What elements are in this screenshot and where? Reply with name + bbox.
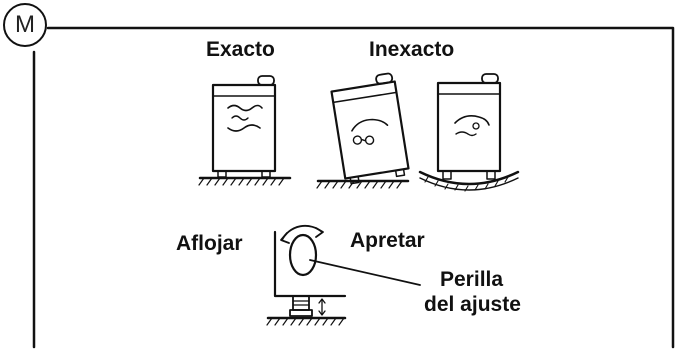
frame-border	[32, 26, 675, 349]
label-loosen: Aflojar	[176, 232, 243, 255]
washer-level-icon	[198, 75, 292, 186]
label-knob-line2: del ajuste	[424, 293, 521, 316]
badge-letter: M	[15, 11, 35, 38]
washer-uneven-floor-icon	[418, 73, 520, 192]
label-incorrect: Inexacto	[369, 38, 455, 61]
badge-circle	[3, 3, 47, 47]
label-correct: Exacto	[206, 38, 275, 61]
knob-leader-line	[309, 259, 421, 286]
washer-tilted-icon	[316, 72, 410, 189]
label-knob-line1: Perilla	[440, 268, 504, 291]
adjustable-foot-icon	[266, 224, 421, 326]
label-tighten: Apretar	[350, 229, 425, 252]
